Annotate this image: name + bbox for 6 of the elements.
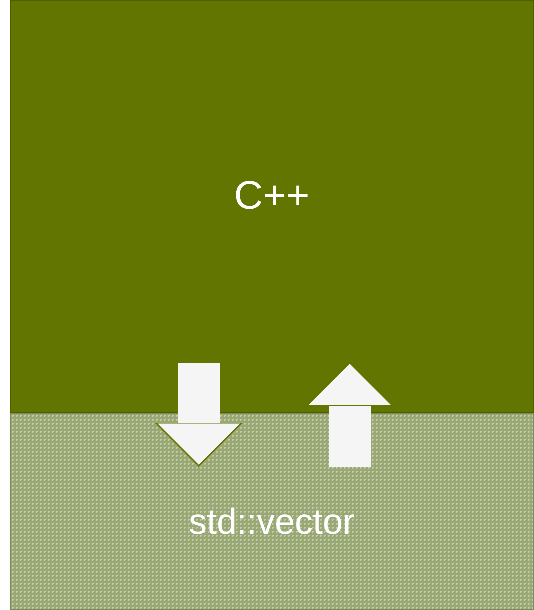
top-panel [10,0,534,413]
bottom-panel [10,413,534,610]
panel-label: std::vector [188,500,356,542]
block-arrow [155,363,243,467]
block-arrow [306,362,394,467]
panel-label: C++ [234,174,310,219]
